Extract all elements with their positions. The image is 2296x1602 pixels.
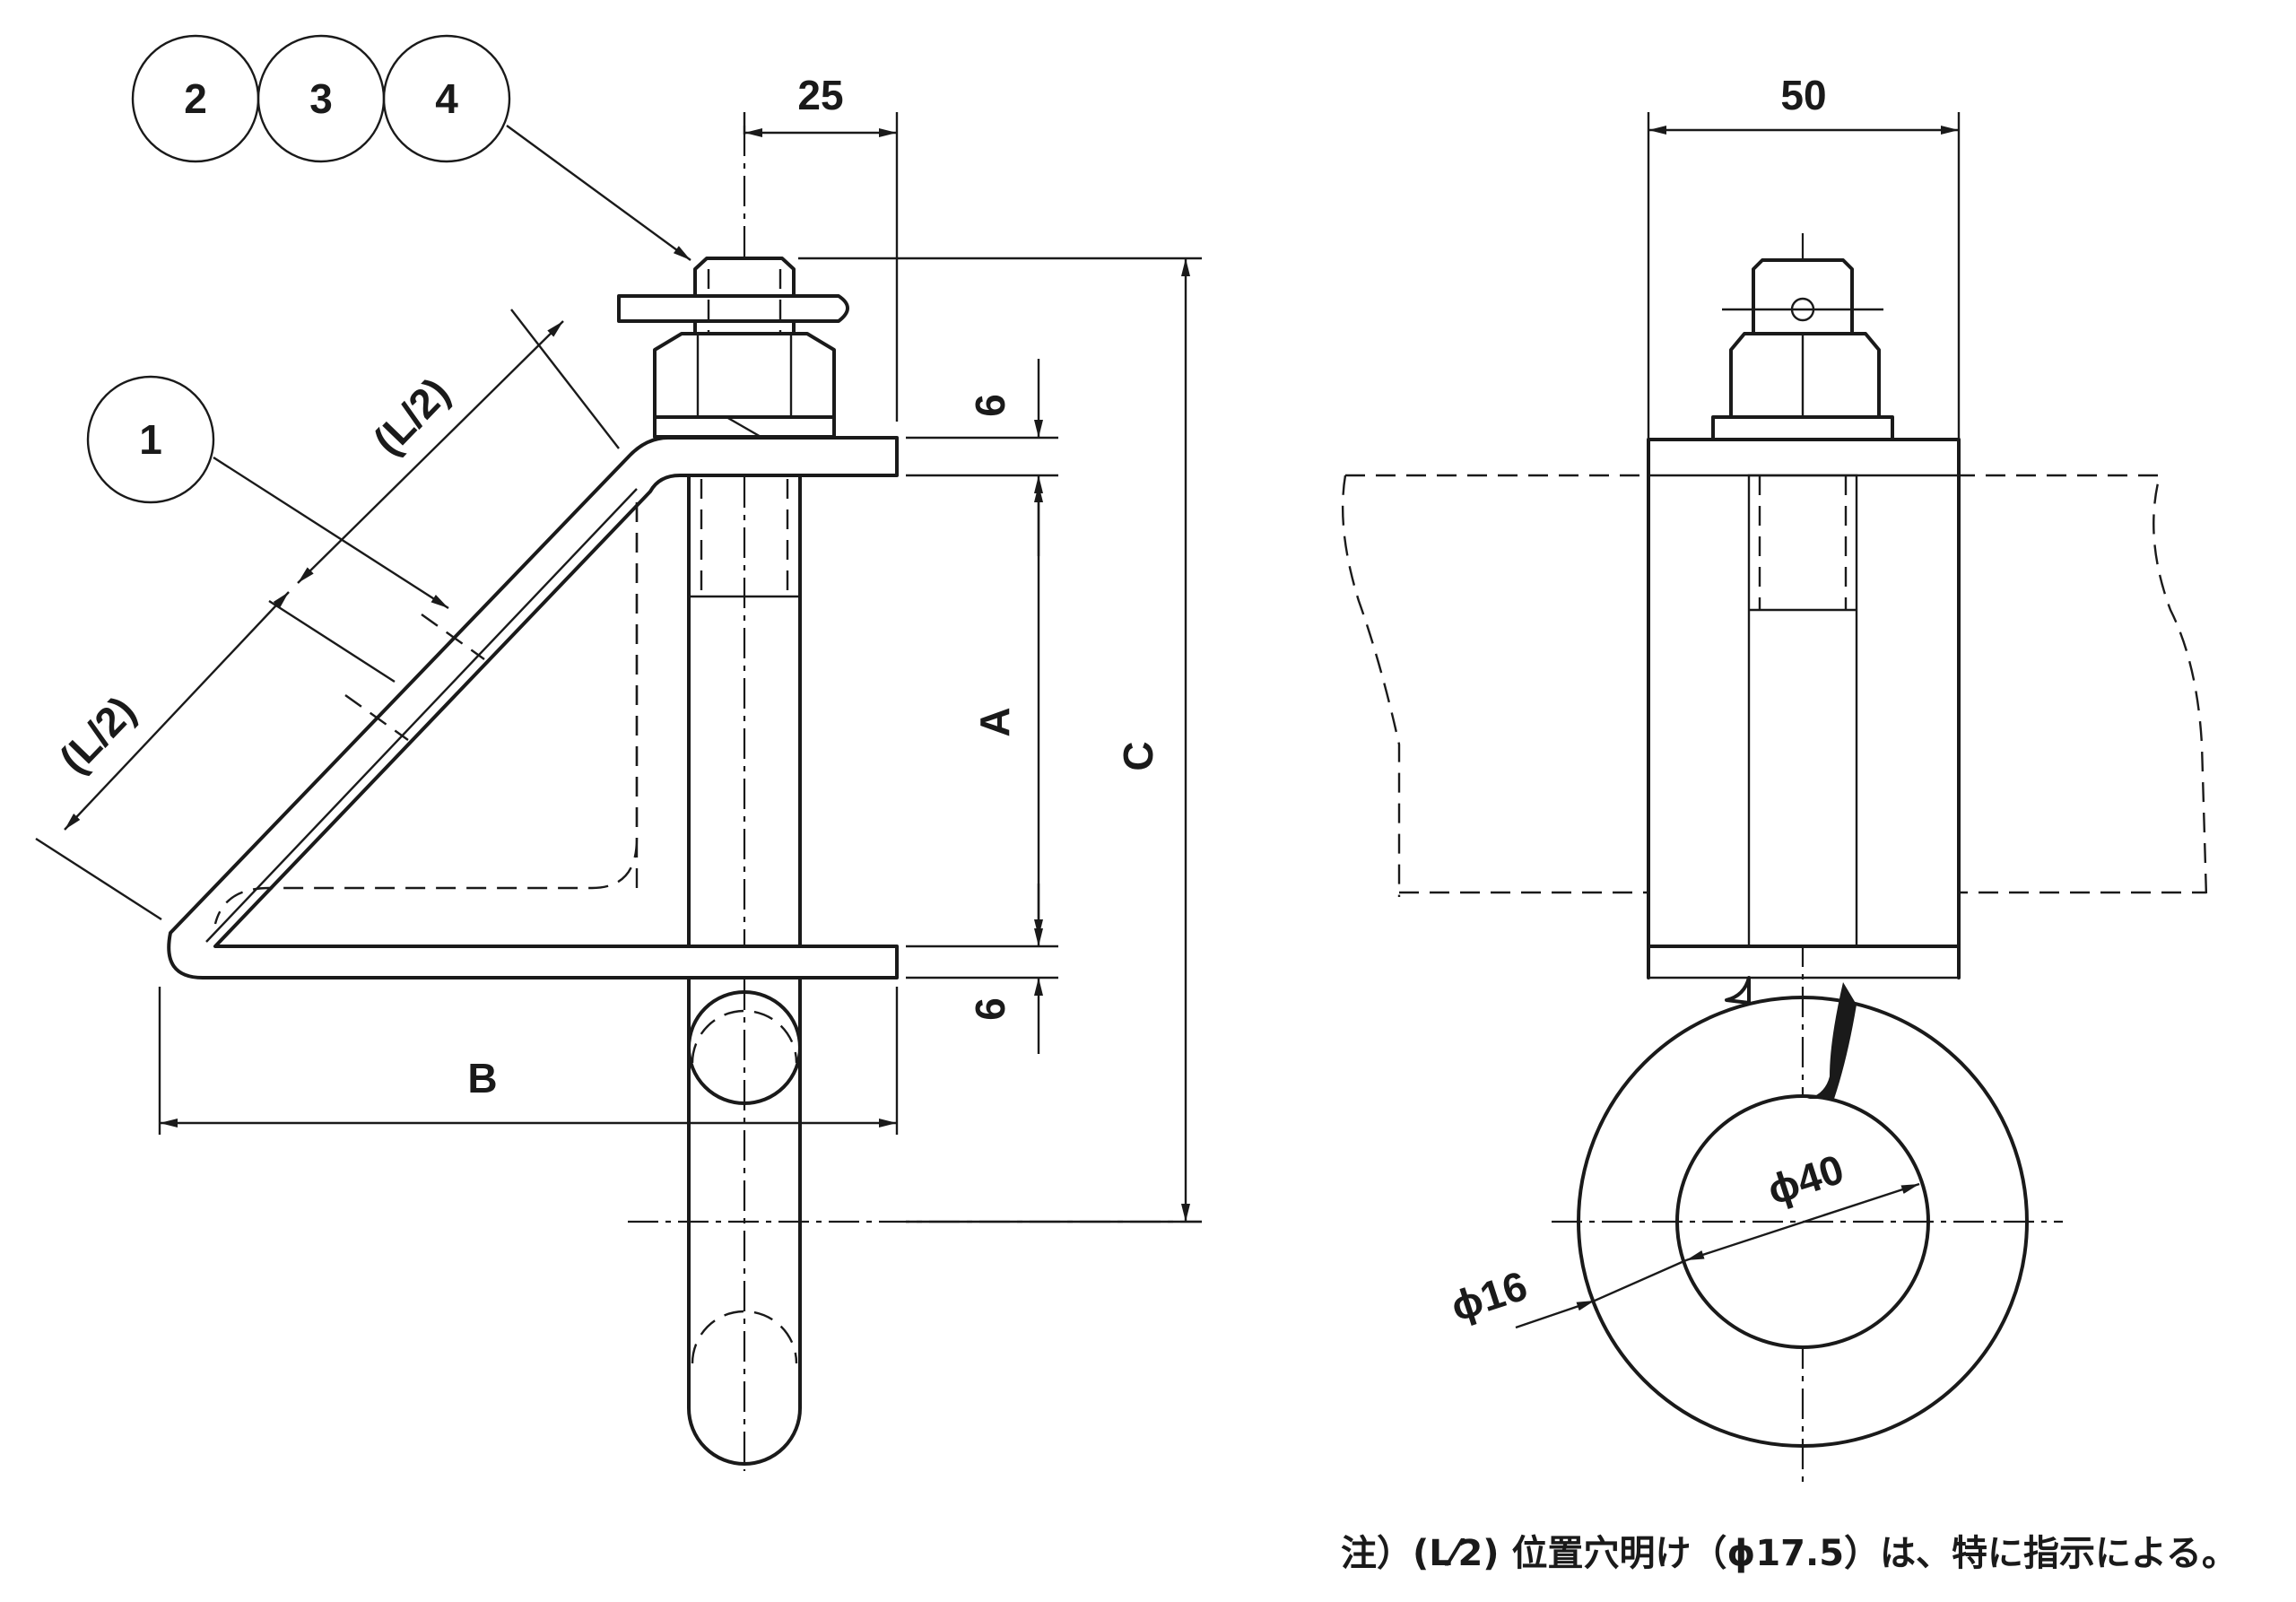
dim-phi16-leader-1 — [1515, 1299, 1596, 1329]
beam-left-break — [1341, 475, 1401, 897]
dim-6-top-label: 6 — [967, 394, 1013, 417]
bracket-hidden-profile — [213, 502, 639, 925]
hex-nut — [653, 332, 836, 419]
leader-1 — [213, 456, 449, 610]
balloon-1-label: 1 — [139, 416, 162, 463]
balloon-1 — [86, 375, 215, 504]
front-view: 50 ϕ40 ϕ16 — [1341, 72, 2208, 1489]
dim-line-l-upper — [297, 320, 564, 584]
dim-b-label: B — [467, 1055, 497, 1101]
dim-line-l-lower — [64, 591, 290, 831]
balloon-3-label: 3 — [309, 75, 333, 122]
washer-mark — [726, 415, 763, 440]
beam-outline — [1345, 474, 2208, 898]
washer-front — [1711, 415, 1894, 441]
ext-l-mid — [268, 599, 396, 683]
balloon-4-label: 4 — [435, 75, 458, 122]
leader-234 — [506, 125, 691, 261]
balloon-4 — [382, 34, 511, 163]
ext-l-bottom — [35, 837, 162, 921]
dim-c-label: C — [1115, 741, 1161, 771]
bracket-outline — [167, 436, 899, 979]
nut-front — [1729, 332, 1881, 419]
dim-l-upper-label: (L/2) — [364, 369, 458, 464]
dim-a-label: A — [971, 707, 1018, 736]
balloon-2-label: 2 — [184, 75, 207, 122]
rod-hidden-circle-bottom — [691, 1310, 798, 1364]
cross-pin — [617, 294, 849, 323]
rod-ring-section — [687, 990, 802, 1105]
rod-lower — [687, 447, 802, 1466]
side-view: 25 C 6 A 6 B (L/2) (L/2) 1 — [35, 34, 1202, 1471]
dim-line-phi40 — [1685, 1182, 1920, 1262]
dim-50-label: 50 — [1780, 72, 1826, 118]
rod-front — [1747, 474, 1858, 948]
bracket-inner-bend — [205, 488, 638, 943]
dim-phi16-leader-2 — [1594, 1258, 1687, 1302]
ring-weld — [1807, 982, 1857, 1099]
dim-l-lower-label: (L/2) — [50, 687, 144, 782]
footnote: 注）(L⁄2) 位置穴明け（ϕ17.5）は、特に指示による。 — [1341, 1533, 2238, 1574]
ext-l-top — [510, 309, 620, 449]
bracket-front — [1647, 438, 1961, 948]
dim-phi16-label: ϕ16 — [1445, 1262, 1533, 1330]
dim-6-bottom-label: 6 — [967, 997, 1013, 1021]
dim-25-label: 25 — [797, 72, 843, 118]
bolt-head-front — [1752, 258, 1854, 335]
rod-hidden-circle-top — [691, 1009, 798, 1064]
hole-mark-2 — [344, 694, 409, 741]
hole-mark-1 — [421, 614, 485, 660]
ring-neck — [1725, 976, 1751, 1005]
